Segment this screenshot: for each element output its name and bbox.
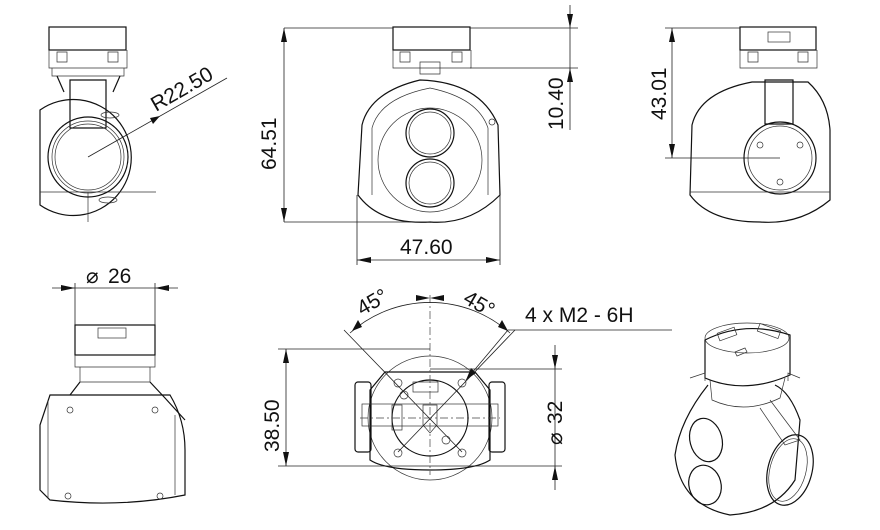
angle-right-label: 45° [460, 286, 499, 322]
front-view [357, 26, 501, 223]
diameter-mount-symbol: ⌀ [544, 432, 567, 445]
connector-height-dimension [470, 5, 578, 130]
diameter-top-label: 26 [108, 265, 131, 288]
angle-left-label: 45° [353, 285, 392, 321]
mount-height-label: 38.50 [261, 399, 284, 452]
side-view [39, 26, 156, 222]
height-total-label: 64.51 [258, 117, 281, 170]
diameter-mount-dimension [430, 345, 562, 490]
diameter-mount-label: 32 [544, 401, 567, 424]
rear-view [689, 26, 831, 223]
angle-dimension [343, 295, 516, 453]
width-label: 47.60 [400, 236, 453, 259]
thread-note-leader [465, 329, 672, 381]
axis-height-dimension [665, 27, 780, 159]
mount-height-dimension [278, 348, 430, 467]
thread-note-label: 4 x M2 - 6H [525, 304, 634, 327]
height-total-dimension [281, 27, 430, 223]
isometric-view [674, 322, 814, 516]
top-side-view [39, 324, 186, 504]
width-dimension [356, 195, 501, 265]
diameter-top-symbol: ⌀ [86, 265, 99, 288]
connector-height-label: 10.40 [545, 77, 568, 130]
axis-height-label: 43.01 [648, 67, 671, 120]
radius-arrow [150, 116, 160, 124]
top-view [354, 295, 506, 481]
diameter-top-dimension [52, 283, 178, 325]
